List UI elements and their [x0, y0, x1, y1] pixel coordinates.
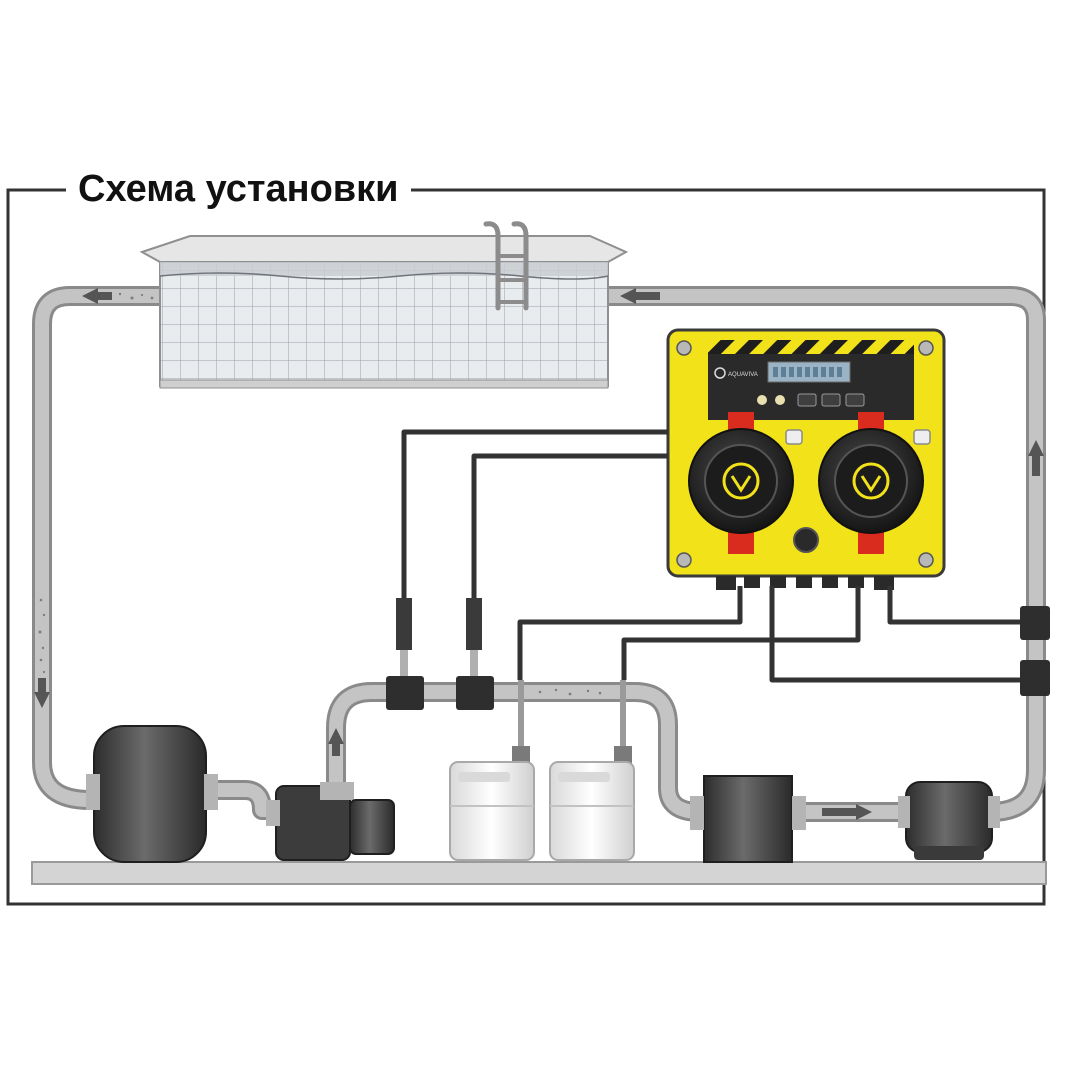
power-switch[interactable]: [793, 527, 819, 553]
flow-arrows: [34, 288, 1044, 820]
pipe-clamps: [386, 606, 1050, 710]
pump-logo-icon: [722, 462, 760, 500]
filter: [86, 725, 218, 863]
chlorinator: [898, 781, 1000, 860]
floor-base: [31, 861, 1047, 885]
panel-button-3[interactable]: [845, 393, 865, 407]
flow-arrow-inlet: [620, 288, 660, 304]
dosing-tubes: [401, 429, 1024, 683]
status-led-2: [775, 395, 785, 405]
lcd-segments: [773, 367, 842, 377]
brand-logo-icon: [714, 367, 726, 379]
suction-lances: [512, 680, 632, 840]
pool: [139, 221, 629, 389]
flow-arrow-up-pump: [328, 728, 344, 756]
pool-ladder: [483, 221, 529, 311]
flow-arrow-return: [82, 288, 112, 304]
flow-arrow-up-right: [1028, 440, 1044, 476]
circulation-pipes: [32, 286, 1046, 822]
chemical-canister-1: [449, 761, 535, 861]
flow-arrow-down: [34, 678, 50, 708]
pump-logo-icon: [852, 462, 890, 500]
dosing-pump-head-2: [818, 412, 924, 554]
injection-valves: [396, 598, 482, 676]
dosing-pump-head-1: [688, 412, 794, 554]
dosing-station: AQUAVIVA: [666, 328, 946, 590]
housing-screws: [676, 340, 934, 568]
flow-arrow-right: [822, 804, 872, 820]
diagram-title: Схема установки: [66, 164, 411, 214]
cable-glands: [716, 576, 894, 590]
status-led-1: [757, 395, 767, 405]
panel-button-1[interactable]: [797, 393, 817, 407]
chemical-canister-2: [549, 761, 635, 861]
bleed-valves: [785, 429, 931, 445]
brand-logo-text: AQUAVIVA: [728, 372, 758, 378]
panel-button-2[interactable]: [821, 393, 841, 407]
heater: [690, 775, 806, 863]
circulation-pump: [266, 782, 395, 861]
